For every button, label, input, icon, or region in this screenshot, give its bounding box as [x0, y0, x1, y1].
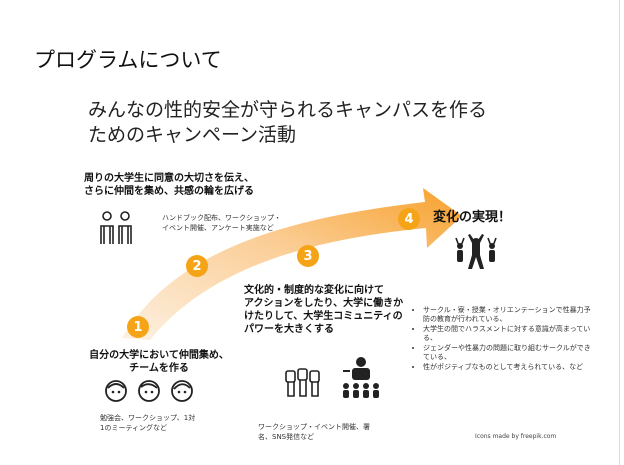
step-2-heading-line-2: さらに仲間を集め、共感の輪を広げる — [84, 186, 254, 197]
slide-subtitle: みんなの性的安全が守られるキャンパスを作る ためのキャンペーン活動 — [88, 98, 487, 148]
step-4-bullet: 大学生の間でハラスメントに対する意識が高まっている、 — [423, 325, 593, 343]
step-3-note-line-2: 名、SNS発信など — [258, 432, 315, 441]
step-3-heading-line-1: 文化的・制度的な変化に向けて — [244, 285, 384, 296]
step-3-heading-line-2: アクションをしたり、大学に働きか — [244, 298, 404, 309]
step-4-number: 4 — [398, 208, 420, 230]
step-2-heading: 周りの大学生に同意の大切さを伝え、 さらに仲間を集め、共感の輪を広げる — [84, 172, 254, 198]
step-1-heading-line-2: チームを作る — [129, 363, 189, 374]
slide-edge — [619, 0, 620, 465]
celebrating-crowd-icon — [455, 234, 497, 269]
step-1-note-line-1: 勉強会、ワークショップ、1対 — [100, 414, 196, 422]
step-2-heading-line-1: 周りの大学生に同意の大切さを伝え、 — [84, 173, 254, 184]
icon-credit: Icons made by freepik.com — [475, 433, 557, 440]
step-4-bullet: ジェンダーや性暴力の問題に取り組むサークルができている、 — [423, 344, 593, 362]
subtitle-line-1: みんなの性的安全が守られるキャンパスを作る — [88, 99, 488, 121]
step-4-bullet-list: サークル・寮・授業・オリエンテーションで性暴力予防の教育が行われている、 大学生… — [413, 306, 593, 373]
step-2-note-line-1: ハンドブック配布、ワークショップ・ — [162, 214, 281, 222]
arrow-shape — [122, 188, 462, 340]
step-1-note: 勉強会、ワークショップ、1対 1のミーティングなど — [100, 414, 195, 433]
step-2-note-line-2: イベント開催、アンケート実施など — [162, 223, 274, 232]
step-1-number: 1 — [127, 316, 149, 338]
two-people-talking-icon — [100, 211, 132, 244]
step-4-bullet: サークル・寮・授業・オリエンテーションで性暴力予防の教育が行われている、 — [423, 306, 593, 324]
step-1-heading: 自分の大学において仲間集め、 チームを作る — [84, 349, 234, 375]
three-faces-icon — [105, 380, 193, 402]
presenter-audience-icon — [343, 357, 379, 398]
subtitle-line-2: ためのキャンペーン活動 — [88, 124, 297, 146]
step-2-note: ハンドブック配布、ワークショップ・ イベント開催、アンケート実施など — [162, 214, 281, 233]
step-4-bullet: 性がポジティブなものとして考えられている、など — [423, 363, 593, 372]
step-3-heading-line-3: けたりして、大学生コミュニティの — [244, 311, 403, 322]
raised-fists-icon — [285, 368, 320, 397]
step-2-number: 2 — [186, 255, 208, 277]
step-3-note-line-1: ワークショップ・イベント開催、署 — [258, 423, 370, 431]
step-3-heading: 文化的・制度的な変化に向けて アクションをしたり、大学に働きか けたりして、大学… — [244, 284, 403, 336]
step-1-note-line-2: 1のミーティングなど — [100, 423, 168, 432]
slide-title: プログラムについて — [34, 48, 222, 72]
step-3-note: ワークショップ・イベント開催、署 名、SNS発信など — [258, 423, 370, 442]
step-4-heading: 変化の実現！ — [433, 210, 512, 225]
step-1-heading-line-1: 自分の大学において仲間集め、 — [89, 350, 229, 361]
step-3-number: 3 — [297, 245, 319, 267]
step-3-heading-line-4: パワーを大きくする — [244, 324, 334, 335]
